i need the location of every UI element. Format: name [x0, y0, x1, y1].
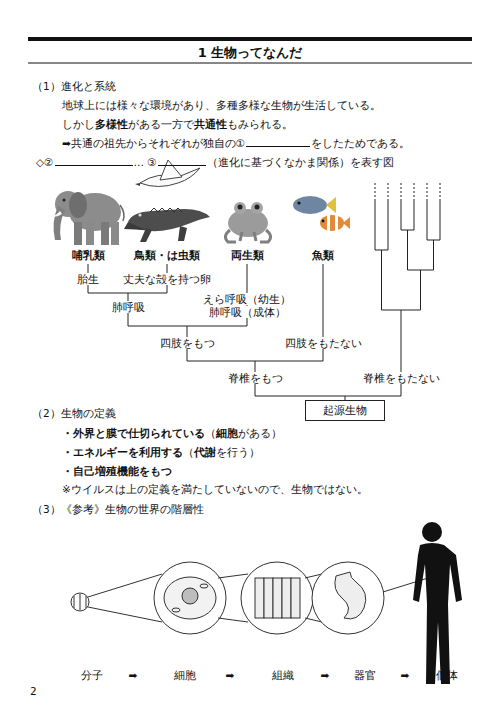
- text-line: （3）《参考》生物の世界の階層性: [32, 502, 204, 516]
- label-text: ・外界と膜で仕切られている: [62, 427, 205, 439]
- tree-lines: [88, 264, 401, 400]
- label-text: （: [205, 427, 216, 439]
- label-text: をしたためである。: [311, 137, 410, 149]
- label-text: ➡共通の祖先からそれぞれが独自の①: [62, 137, 245, 149]
- page-title: 1 生物ってなんだ: [0, 44, 500, 62]
- label-text: 代謝: [194, 446, 216, 458]
- label-text: 両生類: [231, 249, 264, 261]
- text-line: ・外界と膜で仕切られている（細胞がある）: [62, 426, 282, 440]
- text-line: 脊椎をもたない: [361, 371, 442, 385]
- text-line: 両生類: [231, 248, 264, 262]
- label-text: 四肢をもたない: [283, 337, 364, 349]
- text-line: 胎生: [75, 272, 101, 286]
- label-text: ➡: [226, 669, 235, 681]
- label-text: 肺呼吸（成体）: [207, 306, 288, 318]
- label-text: 鳥類・は虫類: [134, 249, 200, 261]
- label-text: もみられる。: [227, 118, 293, 130]
- text-line: ➡: [226, 668, 235, 682]
- label-text: 肺呼吸: [110, 301, 147, 313]
- text-line: ◇② … ③ （進化に基づくなかま関係）を表す図: [36, 154, 394, 169]
- label-text: しかし: [62, 118, 95, 130]
- text-line: ➡: [129, 668, 138, 682]
- text-line: 地球上には様々な環境があり、多種多様な生物が生活している。: [62, 98, 381, 112]
- label-text: を行う）: [216, 446, 260, 458]
- text-line: 魚類: [312, 248, 334, 262]
- label-text: 個体: [436, 669, 458, 681]
- label-text: えら呼吸（幼生）: [201, 293, 293, 305]
- text-line: ・エネルギーを利用する（代謝を行う）: [62, 445, 260, 459]
- label-text: 組織: [272, 669, 294, 681]
- label-text: 細胞: [174, 669, 196, 681]
- title-rule: [28, 63, 472, 64]
- label-text: 共通性: [194, 118, 227, 130]
- answer-blank: [55, 154, 133, 166]
- text-line: えら呼吸（幼生）: [201, 292, 293, 306]
- label-text: ◇②: [36, 156, 54, 168]
- text-line: 肺呼吸: [110, 300, 147, 314]
- text-line: ➡: [401, 668, 410, 682]
- label-text: がある一方で: [128, 118, 194, 130]
- text-line: ※ウイルスは上の定義を満たしていないので、生物ではない。: [62, 482, 368, 496]
- text-line: 器官: [354, 668, 376, 682]
- label-text: ・自己増殖機能をもつ: [62, 465, 172, 477]
- text-line: （1）進化と系統: [32, 79, 116, 93]
- human-silhouette: [413, 522, 462, 684]
- label-text: 胎生: [75, 273, 101, 285]
- label-text: 脊椎をもつ: [226, 372, 285, 384]
- frog-illustration: [225, 202, 270, 242]
- hierarchy-illustration: [71, 562, 428, 634]
- label-text: （1）進化と系統: [32, 80, 116, 92]
- label-text: ➡: [321, 669, 330, 681]
- label-text: … ③: [134, 156, 157, 168]
- label-text: （3）《参考》生物の世界の階層性: [32, 503, 204, 515]
- label-text: 脊椎をもたない: [361, 372, 442, 384]
- fish-illustration: [293, 196, 350, 231]
- label-text: 魚類: [312, 249, 334, 261]
- text-line: ➡共通の祖先からそれぞれが独自の① をしたためである。: [62, 135, 410, 150]
- text-line: 鳥類・は虫類: [134, 248, 200, 262]
- label-text: 地球上には様々な環境があり、多種多様な生物が生活している。: [62, 99, 381, 111]
- text-line: 組織: [272, 668, 294, 682]
- crocodile-illustration: [124, 208, 210, 242]
- answer-blank: [246, 135, 310, 147]
- label-text: 2: [30, 685, 37, 697]
- text-line: ・自己増殖機能をもつ: [62, 464, 172, 478]
- label-text: ➡: [129, 669, 138, 681]
- elephant-illustration: [52, 191, 124, 245]
- label-text: ・エネルギーを利用する: [62, 446, 183, 458]
- text-line: 2: [30, 684, 37, 698]
- label-text: 細胞: [216, 427, 238, 439]
- label-text: 器官: [354, 669, 376, 681]
- text-line: ➡: [321, 668, 330, 682]
- text-line: 哺乳類: [72, 248, 105, 262]
- label-text: （進化に基づくなかま関係）を表す図: [207, 156, 394, 168]
- text-line: 四肢をもつ: [158, 336, 217, 350]
- label-text: 丈夫な殻を持つ卵: [121, 273, 213, 285]
- label-text: （2）生物の定義: [32, 407, 116, 419]
- text-line: 分子: [81, 668, 103, 682]
- text-line: 脊椎をもつ: [226, 371, 285, 385]
- label-text: ※ウイルスは上の定義を満たしていないので、生物ではない。: [62, 483, 368, 495]
- node-text: 起源生物: [323, 404, 367, 418]
- text-line: 細胞: [174, 668, 196, 682]
- origin-box: 起源生物: [305, 400, 385, 421]
- label-text: 四肢をもつ: [158, 337, 217, 349]
- invertebrate-tree: [375, 183, 440, 396]
- title-bar: [28, 37, 472, 41]
- label-text: がある）: [238, 427, 282, 439]
- answer-blank: [158, 154, 206, 166]
- text-line: （2）生物の定義: [32, 406, 116, 420]
- label-text: 哺乳類: [72, 249, 105, 261]
- text-line: 肺呼吸（成体）: [207, 305, 288, 319]
- text-line: 個体: [436, 668, 458, 682]
- label-text: ➡: [401, 669, 410, 681]
- text-line: 丈夫な殻を持つ卵: [121, 272, 213, 286]
- text-line: 四肢をもたない: [283, 336, 364, 350]
- text-line: しかし多様性がある一方で共通性もみられる。: [62, 117, 293, 131]
- label-text: 多様性: [95, 118, 128, 130]
- label-text: （: [183, 446, 194, 458]
- label-text: 分子: [81, 669, 103, 681]
